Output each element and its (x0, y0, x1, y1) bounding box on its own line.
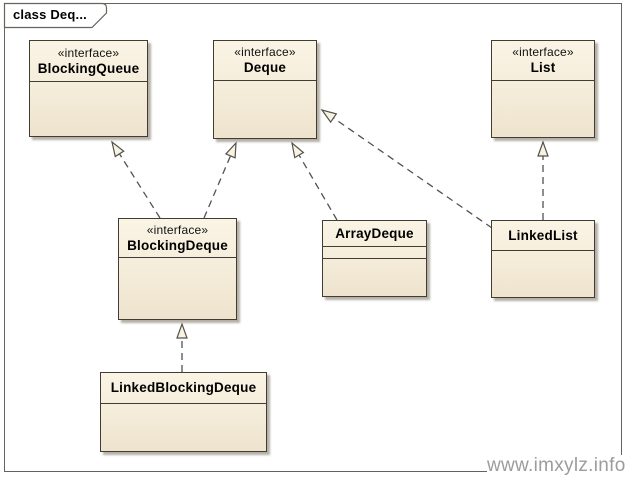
class-box-arraydeque: ArrayDeque (322, 220, 427, 297)
name-compartment: ArrayDeque (323, 221, 426, 247)
class-name-label: ArrayDeque (335, 225, 414, 241)
class-box-linkedblockingdeque: LinkedBlockingDeque (100, 372, 267, 452)
class-name-label: LinkedBlockingDeque (110, 380, 257, 395)
connector-linkedlist-to-deque (320, 108, 493, 229)
frame-tab-label: class Deq... (13, 7, 87, 22)
empty-compartment (214, 81, 316, 138)
stereotype-label: «interface» (57, 45, 120, 60)
operations-compartment (323, 259, 426, 296)
class-box-list: «interface» List (491, 40, 595, 138)
connector-arraydeque-to-deque (291, 141, 338, 221)
connector-blockingdeque-to-blockingqueue (111, 140, 161, 219)
attributes-compartment (323, 247, 426, 259)
empty-compartment (119, 258, 236, 319)
stereotype-label: «interface» (512, 45, 574, 59)
name-compartment: «interface» BlockingQueue (30, 41, 147, 82)
name-compartment: «interface» List (492, 41, 594, 81)
empty-compartment (30, 82, 147, 136)
name-compartment: «interface» BlockingDeque (119, 219, 236, 258)
connector-blockingdeque-to-deque (203, 141, 237, 219)
class-name-label: Deque (243, 60, 287, 75)
name-compartment: LinkedList (492, 221, 594, 251)
name-compartment: LinkedBlockingDeque (101, 373, 266, 404)
class-name-label: LinkedList (508, 227, 578, 243)
stereotype-label: «interface» (146, 222, 209, 237)
stereotype-label: «interface» (234, 45, 296, 59)
class-name-label: List (530, 60, 556, 75)
frame-border (4, 3, 622, 472)
empty-compartment (492, 251, 594, 297)
class-box-blockingdeque: «interface» BlockingDeque (118, 218, 237, 320)
class-name-label: BlockingQueue (37, 60, 140, 76)
empty-compartment (101, 404, 266, 451)
frame-tab (3, 2, 108, 29)
class-box-deque: «interface» Deque (213, 40, 317, 139)
name-compartment: «interface» Deque (214, 41, 316, 81)
empty-compartment (492, 81, 594, 137)
class-name-label: BlockingDeque (127, 237, 228, 253)
watermark: www.imxylz.info (487, 455, 625, 476)
class-box-linkedlist: LinkedList (491, 220, 595, 298)
class-box-blockingqueue: «interface» BlockingQueue (29, 40, 148, 137)
